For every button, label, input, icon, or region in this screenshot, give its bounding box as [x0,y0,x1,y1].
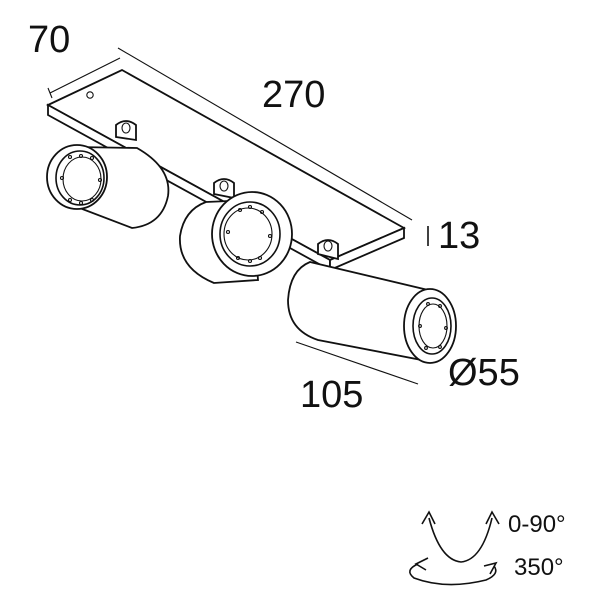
spot-light-left [46,120,170,229]
depth-dimension: 70 [28,19,70,61]
spot-light-middle [179,178,293,284]
rotation-arrow-icon [409,557,498,586]
height-dimension: 13 [438,215,480,257]
spot-light-right [287,239,457,364]
tilt-range-label: 0-90° [508,511,566,538]
rotation-range-label: 350° [514,554,564,581]
dimension-lines [47,47,429,385]
tilt-arrow-icon [421,510,500,563]
length-dimension: 270 [262,74,325,116]
spot-length-dimension: 105 [300,374,363,416]
spot-diameter-dimension: Ø55 [448,352,520,394]
